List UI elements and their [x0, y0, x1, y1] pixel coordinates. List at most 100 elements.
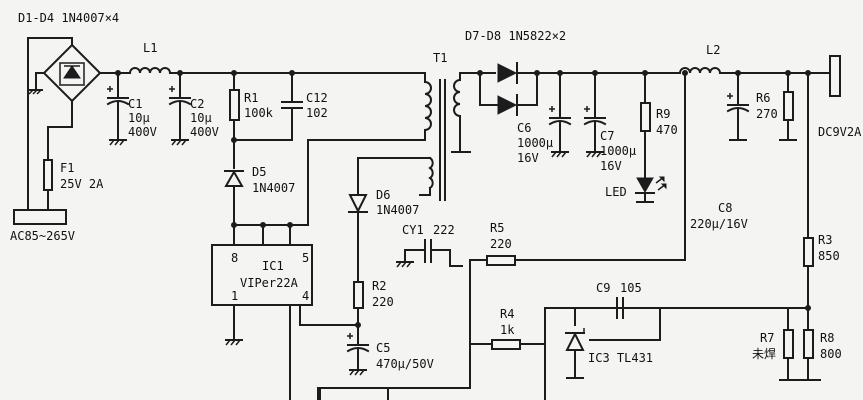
resistor-r6	[783, 91, 794, 121]
label-r9-name: R9	[656, 107, 670, 121]
label-c1-name: C1	[128, 97, 142, 111]
label-r2-name: R2	[372, 279, 386, 293]
label-c6-val2: 16V	[517, 151, 539, 165]
r2-to-vdd-wire	[299, 307, 359, 326]
label-d1d4: D1-D4 1N4007×4	[18, 11, 119, 25]
label-c7-name: C7	[600, 129, 614, 143]
output-capacitor	[726, 72, 750, 141]
c12-wire-bottom	[233, 107, 293, 141]
bridge-ground-wire	[35, 72, 45, 89]
label-c2-val2: 400V	[190, 125, 219, 139]
label-c1-val1: 10μ	[128, 111, 150, 125]
label-r4-name: R4	[500, 307, 514, 321]
label-f1-val: 25V 2A	[60, 177, 104, 191]
capacitor-c5	[346, 324, 370, 376]
label-c2-val1: 10μ	[190, 111, 212, 125]
r5-wire	[469, 259, 488, 345]
label-r4-val: 1k	[500, 323, 515, 337]
label-c7-val1: 1000μ	[600, 144, 636, 158]
label-d5-name: D5	[252, 165, 266, 179]
capacitor-c2	[168, 72, 192, 146]
diode-d6	[348, 194, 368, 214]
feedback-node-wire	[544, 307, 809, 400]
resistor-r3	[803, 237, 814, 267]
label-ic1-name: IC1	[262, 259, 284, 273]
label-ic1-pin8: 8	[231, 251, 238, 265]
capacitor-c7	[583, 72, 607, 158]
diode-d5	[224, 169, 244, 187]
aux-return-wire	[419, 187, 431, 196]
label-c5-val: 470μ/50V	[376, 357, 434, 371]
label-c12-name: C12	[306, 91, 328, 105]
ac-connector	[13, 209, 67, 225]
label-ac-input: AC85~265V	[10, 229, 75, 243]
label-c8-val: 220μ/16V	[690, 217, 748, 231]
label-ic1-pin1: 1	[231, 289, 238, 303]
label-r6-val: 270	[756, 107, 778, 121]
label-r9-val: 470	[656, 123, 678, 137]
label-r5-name: R5	[490, 221, 504, 235]
label-r8-val: 800	[820, 347, 842, 361]
label-dc-output: DC9V2A	[818, 125, 862, 139]
label-c7-val2: 16V	[600, 159, 622, 173]
label-cy1-name: CY1	[402, 223, 424, 237]
t1-aux-winding	[428, 156, 434, 190]
inductor-l1	[128, 67, 172, 75]
led-diode	[635, 176, 667, 194]
label-c1-val2: 400V	[128, 125, 157, 139]
label-d5-val: 1N4007	[252, 181, 295, 195]
inductor-l2	[678, 67, 722, 75]
dc-output-connector	[829, 55, 841, 97]
d8-wire-in	[479, 72, 499, 106]
resistor-r1	[229, 89, 240, 121]
label-c2-name: C2	[190, 97, 204, 111]
label-c8-name: C8	[718, 201, 732, 215]
label-r2-val: 220	[372, 295, 394, 309]
fuse-f1	[43, 159, 53, 191]
label-r3-val: 850	[818, 249, 840, 263]
c8-feedback-wire	[514, 72, 686, 261]
bridge-rectifier	[42, 43, 102, 103]
ic1-chip	[211, 244, 313, 306]
label-r1-val: 100k	[244, 106, 274, 120]
label-ic1-pin5: 5	[302, 251, 309, 265]
label-l2: L2	[706, 43, 720, 57]
label-ic1-pin4: 4	[302, 289, 309, 303]
capacitor-c1	[106, 72, 130, 146]
label-c12-val: 102	[306, 106, 328, 120]
label-r5-val: 220	[490, 237, 512, 251]
label-led: LED	[605, 185, 627, 199]
aux-to-d6-wire	[357, 157, 431, 196]
label-cy1-val: 222	[433, 223, 455, 237]
label-d6-val: 1N4007	[376, 203, 419, 217]
label-c6-val1: 1000μ	[517, 136, 553, 150]
resistor-r4	[491, 339, 521, 350]
resistor-r5	[486, 255, 516, 266]
label-t1: T1	[433, 51, 447, 65]
ac-wire-left	[27, 37, 73, 211]
resistor-r8	[803, 329, 814, 359]
capacitor-c6	[548, 72, 572, 158]
label-d7d8: D7-D8 1N5822×2	[465, 29, 566, 43]
label-d6-name: D6	[376, 188, 390, 202]
diode-d8	[497, 94, 518, 116]
label-r1-name: R1	[244, 91, 258, 105]
drain-wire	[233, 139, 426, 226]
label-r6-name: R6	[756, 91, 770, 105]
ground-symbol	[28, 89, 43, 95]
d8-wire-out	[516, 72, 538, 106]
resistor-r2	[353, 281, 364, 309]
t1-secondary-winding	[453, 72, 461, 153]
label-r7-name: R7	[760, 331, 774, 345]
label-c9-val: 105	[620, 281, 642, 295]
label-c9-name: C9	[596, 281, 610, 295]
t1-primary-winding	[423, 80, 432, 141]
label-ic1-part: VIPer22A	[240, 276, 299, 290]
label-c6-name: C6	[517, 121, 531, 135]
diode-d7	[497, 62, 518, 84]
label-c5-name: C5	[376, 341, 390, 355]
label-ic3: IC3 TL431	[588, 351, 653, 365]
resistor-r9	[640, 102, 651, 132]
junction	[534, 70, 540, 76]
